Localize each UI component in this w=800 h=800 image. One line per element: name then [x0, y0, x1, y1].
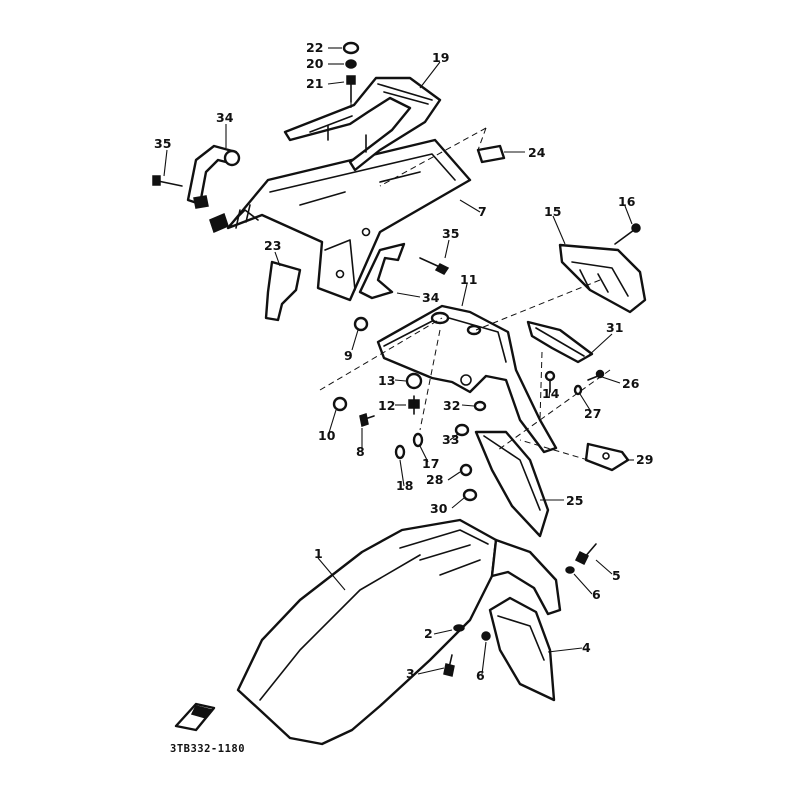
callout-1: 1 — [314, 546, 323, 561]
bracket-part — [358, 242, 406, 300]
callout-34-top: 34 — [216, 110, 234, 125]
callout-7: 7 — [478, 204, 487, 219]
callout-24: 24 — [528, 145, 546, 160]
callout-31: 31 — [606, 320, 623, 335]
callout-23: 23 — [264, 238, 281, 253]
callout-4: 4 — [582, 640, 591, 655]
callout-15-lamp: 15 — [544, 204, 561, 219]
callout-35-top: 35 — [154, 136, 171, 151]
handle-bolt-part — [152, 175, 183, 187]
reflector-part — [174, 702, 216, 732]
mud-guard-part — [474, 430, 550, 538]
callout-35-mid: 35 — [442, 226, 459, 241]
alignment-lines — [319, 127, 611, 461]
callout-14: 14 — [542, 386, 560, 401]
fender-bracket-part — [376, 304, 558, 454]
callout-16: 16 — [618, 194, 636, 209]
callout-2: 2 — [424, 626, 433, 641]
callout-11: 11 — [460, 272, 477, 287]
callout-26: 26 — [622, 376, 640, 391]
pad-part — [476, 144, 506, 164]
tail-lamp-part — [558, 243, 647, 314]
callout-12: 12 — [378, 398, 395, 413]
callout-8: 8 — [356, 444, 365, 459]
fasteners-group — [332, 316, 605, 502]
callout-29: 29 — [636, 452, 653, 467]
callout-9: 9 — [344, 348, 353, 363]
bolt-stack-part — [342, 41, 360, 112]
callout-13: 13 — [378, 373, 395, 388]
callout-33: 33 — [442, 432, 459, 447]
callout-10: 10 — [318, 428, 336, 443]
lamp-lens-part — [584, 442, 630, 472]
mud-flap-part — [488, 596, 556, 702]
leader-lines — [163, 47, 634, 675]
grab-bar-part — [283, 76, 442, 172]
handle-part — [186, 144, 241, 209]
callout-32: 32 — [443, 398, 460, 413]
callout-3: 3 — [406, 666, 415, 681]
callout-21: 21 — [306, 76, 323, 91]
tail-lamp-screw-part — [614, 223, 641, 245]
callout-22: 22 — [306, 40, 323, 55]
callout-25: 25 — [566, 493, 583, 508]
side-cover-part — [264, 260, 302, 322]
callout-6-right: 6 — [592, 587, 601, 602]
callout-28: 28 — [426, 472, 443, 487]
callout-5: 5 — [612, 568, 621, 583]
callout-6-lower: 6 — [476, 668, 485, 683]
callout-19: 19 — [432, 50, 449, 65]
callout-17: 17 — [422, 456, 439, 471]
fender-fasteners-group — [443, 543, 597, 677]
callout-18: 18 — [396, 478, 413, 493]
rear-fender-part — [236, 518, 562, 746]
license-bracket-part — [526, 320, 594, 364]
callout-27: 27 — [584, 406, 601, 421]
rear-carrier-part — [209, 138, 472, 302]
callout-labels: 22 20 21 19 35 34 24 7 16 15 23 35 11 34… — [154, 40, 653, 683]
bracket-bolt-part — [419, 257, 450, 275]
callout-30: 30 — [430, 501, 448, 516]
callout-20: 20 — [306, 56, 324, 71]
drawing-code: 3TB332-1180 — [170, 743, 245, 755]
callout-34-mid: 34 — [422, 290, 440, 305]
